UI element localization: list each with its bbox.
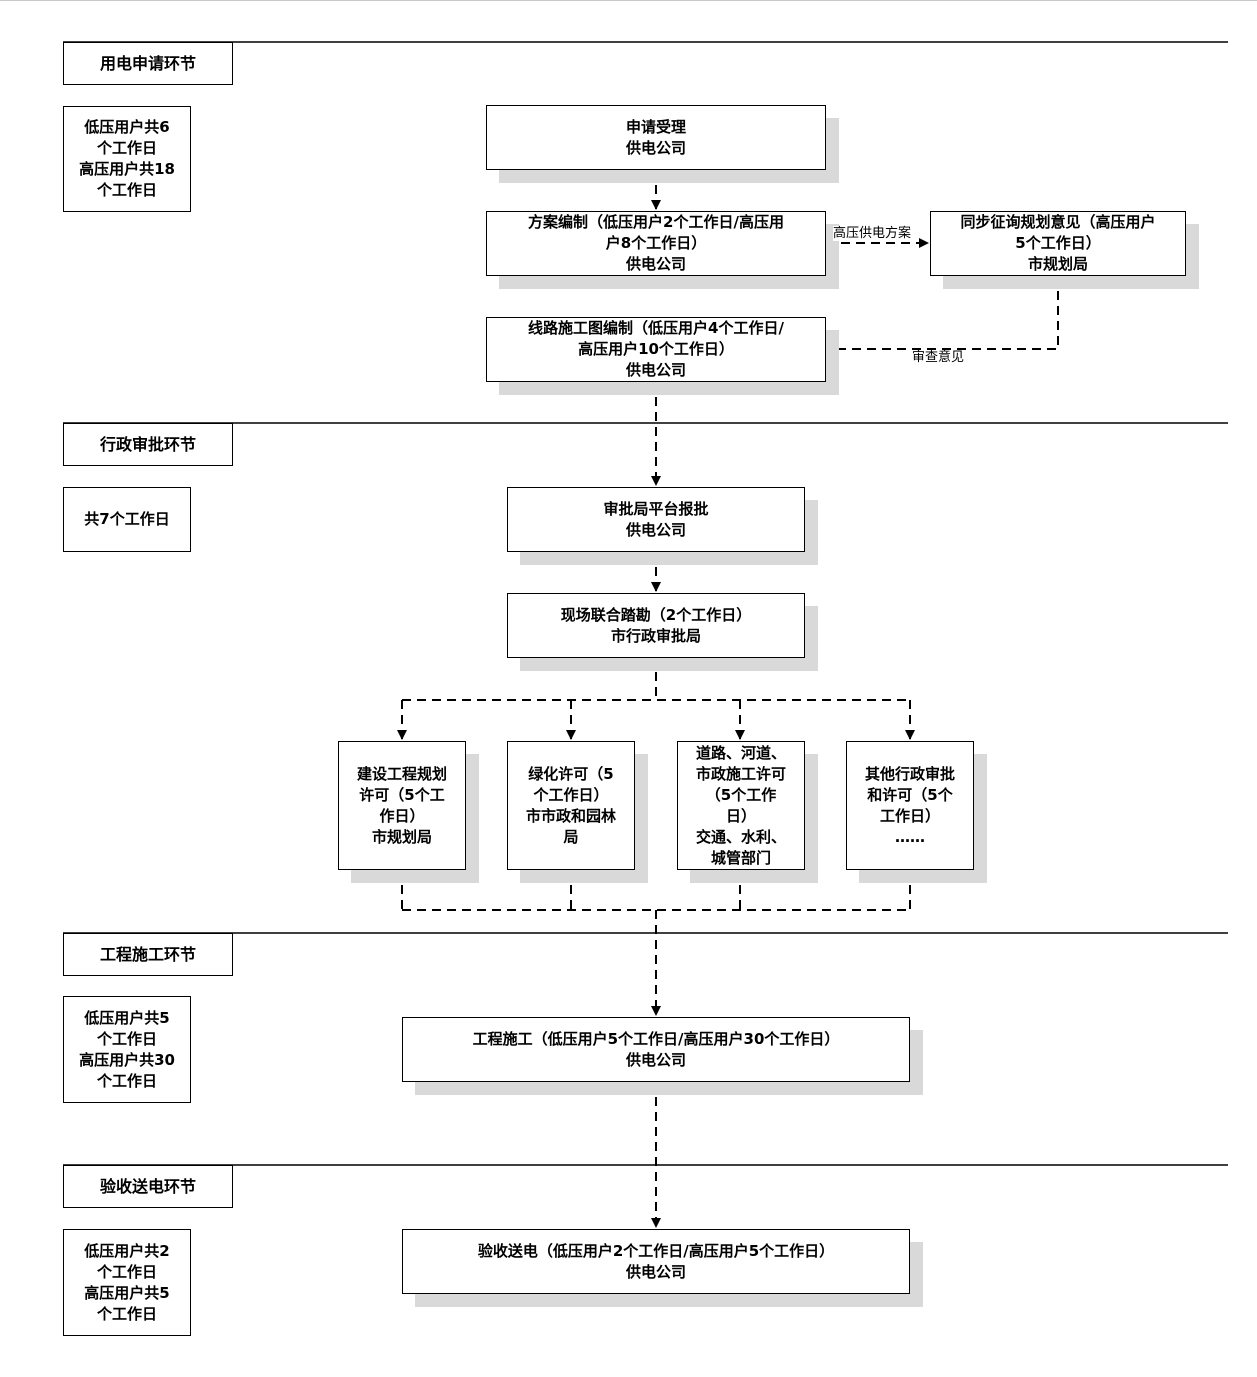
step-text: 和许可（5个 bbox=[867, 785, 953, 804]
step-text: 作日） bbox=[379, 806, 425, 825]
phase-duration-apply: 低压用户共6 个工作日 高压用户共18 个工作日 bbox=[63, 106, 191, 212]
phase-duration-build: 低压用户共5 个工作日 高压用户共30 个工作日 bbox=[63, 996, 191, 1103]
arrow-consult-drawing bbox=[828, 276, 1059, 354]
step-accept: 申请受理 供电公司 bbox=[486, 105, 826, 170]
step-text: 供电公司 bbox=[625, 138, 686, 157]
step-text: 同步征询规划意见（高压用户 bbox=[960, 213, 1156, 231]
step-text: （5个工作 bbox=[705, 785, 777, 804]
step-road-permit: 道路、河道、 市政施工许可 （5个工作 日） 交通、水利、 城管部门 bbox=[677, 741, 805, 870]
duration-line: 高压用户共5 bbox=[84, 1283, 170, 1302]
phase-title-admin: 行政审批环节 bbox=[63, 423, 233, 466]
step-text: 市行政审批局 bbox=[610, 626, 701, 645]
step-text: 供电公司 bbox=[625, 361, 686, 379]
duration-line: 个工作日 bbox=[96, 1029, 157, 1048]
step-text: 市市政和园林 bbox=[525, 806, 616, 825]
step-text: 工作日） bbox=[879, 806, 940, 825]
duration-line: 高压用户共30 bbox=[79, 1050, 175, 1069]
step-text: 供电公司 bbox=[625, 255, 686, 273]
step-text: 户8个工作日） bbox=[605, 234, 707, 252]
duration-line: 共7个工作日 bbox=[84, 510, 170, 528]
step-text: 其他行政审批 bbox=[864, 764, 955, 783]
step-text: …… bbox=[895, 827, 925, 846]
step-survey: 现场联合踏勘（2个工作日） 市行政审批局 bbox=[507, 593, 805, 658]
duration-line: 个工作日 bbox=[96, 1304, 157, 1323]
step-text: 市政施工许可 bbox=[695, 764, 786, 783]
step-text: 高压用户10个工作日） bbox=[578, 340, 734, 358]
step-green-permit: 绿化许可（5 个工作日） 市市政和园林 局 bbox=[507, 741, 635, 870]
step-text: 道路、河道、 bbox=[695, 743, 786, 762]
step-text: 方案编制（低压用户2个工作日/高压用 bbox=[528, 213, 784, 231]
duration-line: 低压用户共2 bbox=[84, 1241, 170, 1260]
step-scheme: 方案编制（低压用户2个工作日/高压用 户8个工作日） 供电公司 bbox=[486, 211, 826, 276]
step-text: 绿化许可（5 bbox=[528, 764, 614, 783]
step-text: 供电公司 bbox=[625, 1050, 686, 1069]
step-platform: 审批局平台报批 供电公司 bbox=[507, 487, 805, 552]
step-text: 城管部门 bbox=[710, 848, 771, 867]
step-plan-permit: 建设工程规划 许可（5个工 作日） 市规划局 bbox=[338, 741, 466, 870]
step-text: 局 bbox=[563, 827, 579, 846]
phase-title-apply: 用电申请环节 bbox=[63, 42, 233, 85]
step-text: 建设工程规划 bbox=[356, 764, 447, 783]
edge-label-hv-scheme: 高压供电方案 bbox=[833, 226, 912, 241]
step-text: 验收送电（低压用户2个工作日/高压用户5个工作日） bbox=[477, 1241, 835, 1260]
step-text: 许可（5个工 bbox=[359, 785, 445, 804]
step-text: 个工作日） bbox=[533, 785, 609, 804]
step-text: 现场联合踏勘（2个工作日） bbox=[560, 605, 752, 624]
step-acceptance: 验收送电（低压用户2个工作日/高压用户5个工作日） 供电公司 bbox=[402, 1229, 910, 1294]
phase-title-build: 工程施工环节 bbox=[63, 933, 233, 976]
step-other-permit: 其他行政审批 和许可（5个 工作日） …… bbox=[846, 741, 974, 870]
step-text: 申请受理 bbox=[625, 117, 686, 136]
step-text: 线路施工图编制（低压用户4个工作日/ bbox=[528, 319, 784, 337]
step-text: 5个工作日） bbox=[1015, 234, 1101, 252]
step-text: 审批局平台报批 bbox=[603, 499, 709, 518]
duration-line: 个工作日 bbox=[96, 1262, 157, 1281]
step-text: 工程施工（低压用户5个工作日/高压用户30个工作日） bbox=[472, 1029, 840, 1048]
step-text: 日） bbox=[725, 806, 756, 825]
duration-line: 高压用户共18 bbox=[79, 160, 175, 178]
step-text: 市规划局 bbox=[371, 827, 432, 846]
phase-title-delivery: 验收送电环节 bbox=[63, 1165, 233, 1208]
phase-title-text: 用电申请环节 bbox=[99, 54, 196, 73]
duration-line: 个工作日 bbox=[96, 181, 157, 199]
duration-line: 个工作日 bbox=[96, 139, 157, 157]
phase-title-text: 行政审批环节 bbox=[99, 435, 196, 454]
phase-duration-delivery: 低压用户共2 个工作日 高压用户共5 个工作日 bbox=[63, 1229, 191, 1336]
edge-label-review: 审查意见 bbox=[912, 350, 965, 365]
step-consult: 同步征询规划意见（高压用户 5个工作日） 市规划局 bbox=[930, 211, 1186, 276]
step-drawing: 线路施工图编制（低压用户4个工作日/ 高压用户10个工作日） 供电公司 bbox=[486, 317, 826, 382]
phase-duration-admin: 共7个工作日 bbox=[63, 487, 191, 552]
duration-line: 低压用户共6 bbox=[84, 118, 170, 136]
step-text: 供电公司 bbox=[625, 1262, 686, 1281]
step-text: 市规划局 bbox=[1027, 255, 1088, 273]
step-text: 供电公司 bbox=[625, 520, 686, 539]
duration-line: 低压用户共5 bbox=[84, 1008, 170, 1027]
duration-line: 个工作日 bbox=[96, 1071, 157, 1090]
top-border bbox=[0, 0, 1257, 1]
step-text: 交通、水利、 bbox=[695, 827, 786, 846]
phase-title-text: 工程施工环节 bbox=[99, 945, 196, 964]
phase-title-text: 验收送电环节 bbox=[99, 1177, 196, 1196]
step-construction: 工程施工（低压用户5个工作日/高压用户30个工作日） 供电公司 bbox=[402, 1017, 910, 1082]
